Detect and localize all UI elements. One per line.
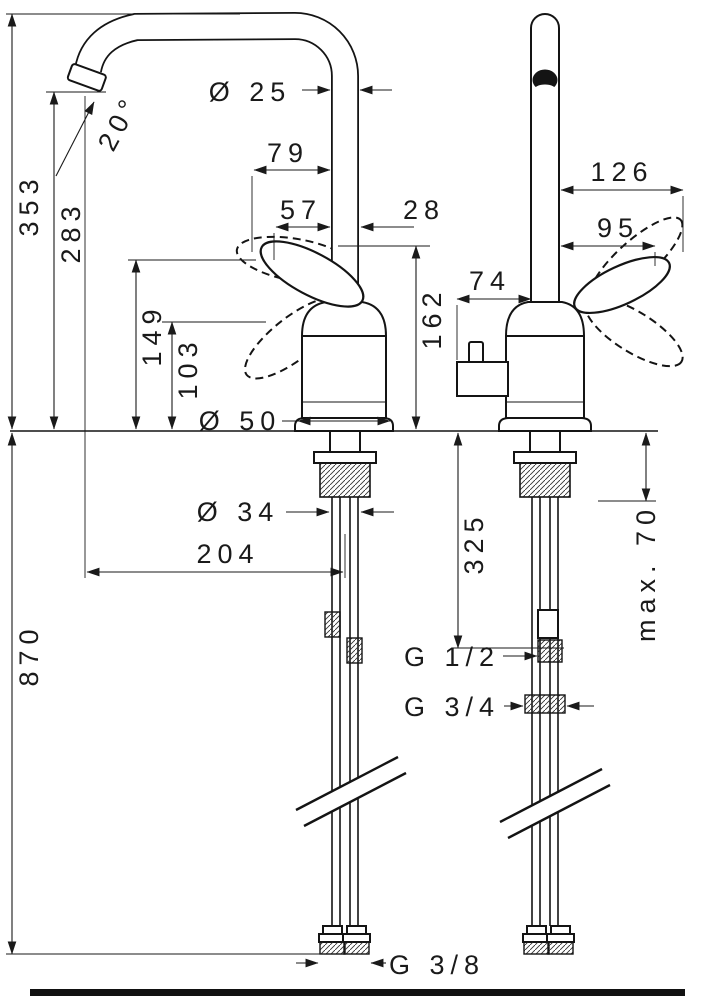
base-flange xyxy=(294,417,394,432)
dim-149: 149 xyxy=(137,303,167,366)
dim-162: 162 xyxy=(417,286,447,349)
thread-g12-label: G 1/2 xyxy=(404,642,500,672)
mounting-plate xyxy=(313,451,377,464)
dim-shank-diameter: Ø 34 xyxy=(197,497,280,527)
under-counter-front xyxy=(295,430,407,955)
body-cylinder-side xyxy=(505,335,585,419)
lever-handle-front xyxy=(259,240,365,308)
base-flange-side xyxy=(498,417,592,432)
mounting-plate-side xyxy=(513,451,577,464)
dim-870: 870 xyxy=(14,623,44,686)
mounting-nut-side xyxy=(519,462,571,498)
dim-126: 126 xyxy=(590,157,653,187)
hose-fitting xyxy=(324,611,341,638)
dim-74: 74 xyxy=(469,266,511,296)
mounting-nut xyxy=(319,462,371,498)
extension-lines xyxy=(6,13,684,955)
hose-connectors xyxy=(318,925,371,955)
footer-bar xyxy=(30,989,685,996)
dimension-labels: Ø 25 20° 79 57 28 353 283 149 103 162 Ø … xyxy=(14,77,661,980)
handle-dome-side xyxy=(504,301,586,337)
hose-nut xyxy=(537,609,559,639)
spout-column-side xyxy=(530,13,560,312)
side-view xyxy=(456,13,684,955)
faucet-body-side xyxy=(456,301,592,432)
front-view xyxy=(66,11,407,955)
swivel-spout xyxy=(66,11,359,310)
g34-fitting xyxy=(524,694,566,714)
dimension-lines xyxy=(7,13,684,968)
body-cylinder xyxy=(301,335,387,419)
lever-handle-side xyxy=(573,255,671,315)
dim-283: 283 xyxy=(56,200,86,263)
dim-57: 57 xyxy=(280,195,322,225)
faucet-body-front xyxy=(294,301,394,432)
dim-max-70: max. 70 xyxy=(631,504,661,642)
g12-fitting xyxy=(537,639,563,663)
dim-95: 95 xyxy=(597,213,639,243)
dim-swivel-angle: 20° xyxy=(92,90,146,156)
hose-connectors-side xyxy=(522,925,575,955)
dim-28: 28 xyxy=(403,195,445,225)
dim-353: 353 xyxy=(14,173,44,236)
mounting-shank xyxy=(329,430,361,453)
dim-204: 204 xyxy=(196,539,259,569)
mounting-shank-side xyxy=(529,430,561,453)
thread-g38-label: G 3/8 xyxy=(389,950,485,980)
dim-325: 325 xyxy=(459,511,489,574)
thread-g34-label: G 3/4 xyxy=(404,692,500,722)
under-counter-side xyxy=(499,430,611,955)
dim-103: 103 xyxy=(173,336,203,399)
spout-outlet-side xyxy=(532,69,558,91)
dim-spout-diameter: Ø 25 xyxy=(209,77,292,107)
dim-79: 79 xyxy=(267,138,309,168)
diverter-body xyxy=(456,361,509,397)
dim-base-diameter: Ø 50 xyxy=(199,406,282,436)
aerator-tip xyxy=(66,63,107,92)
hose-fitting xyxy=(346,637,363,664)
diverter-knob xyxy=(468,341,484,365)
